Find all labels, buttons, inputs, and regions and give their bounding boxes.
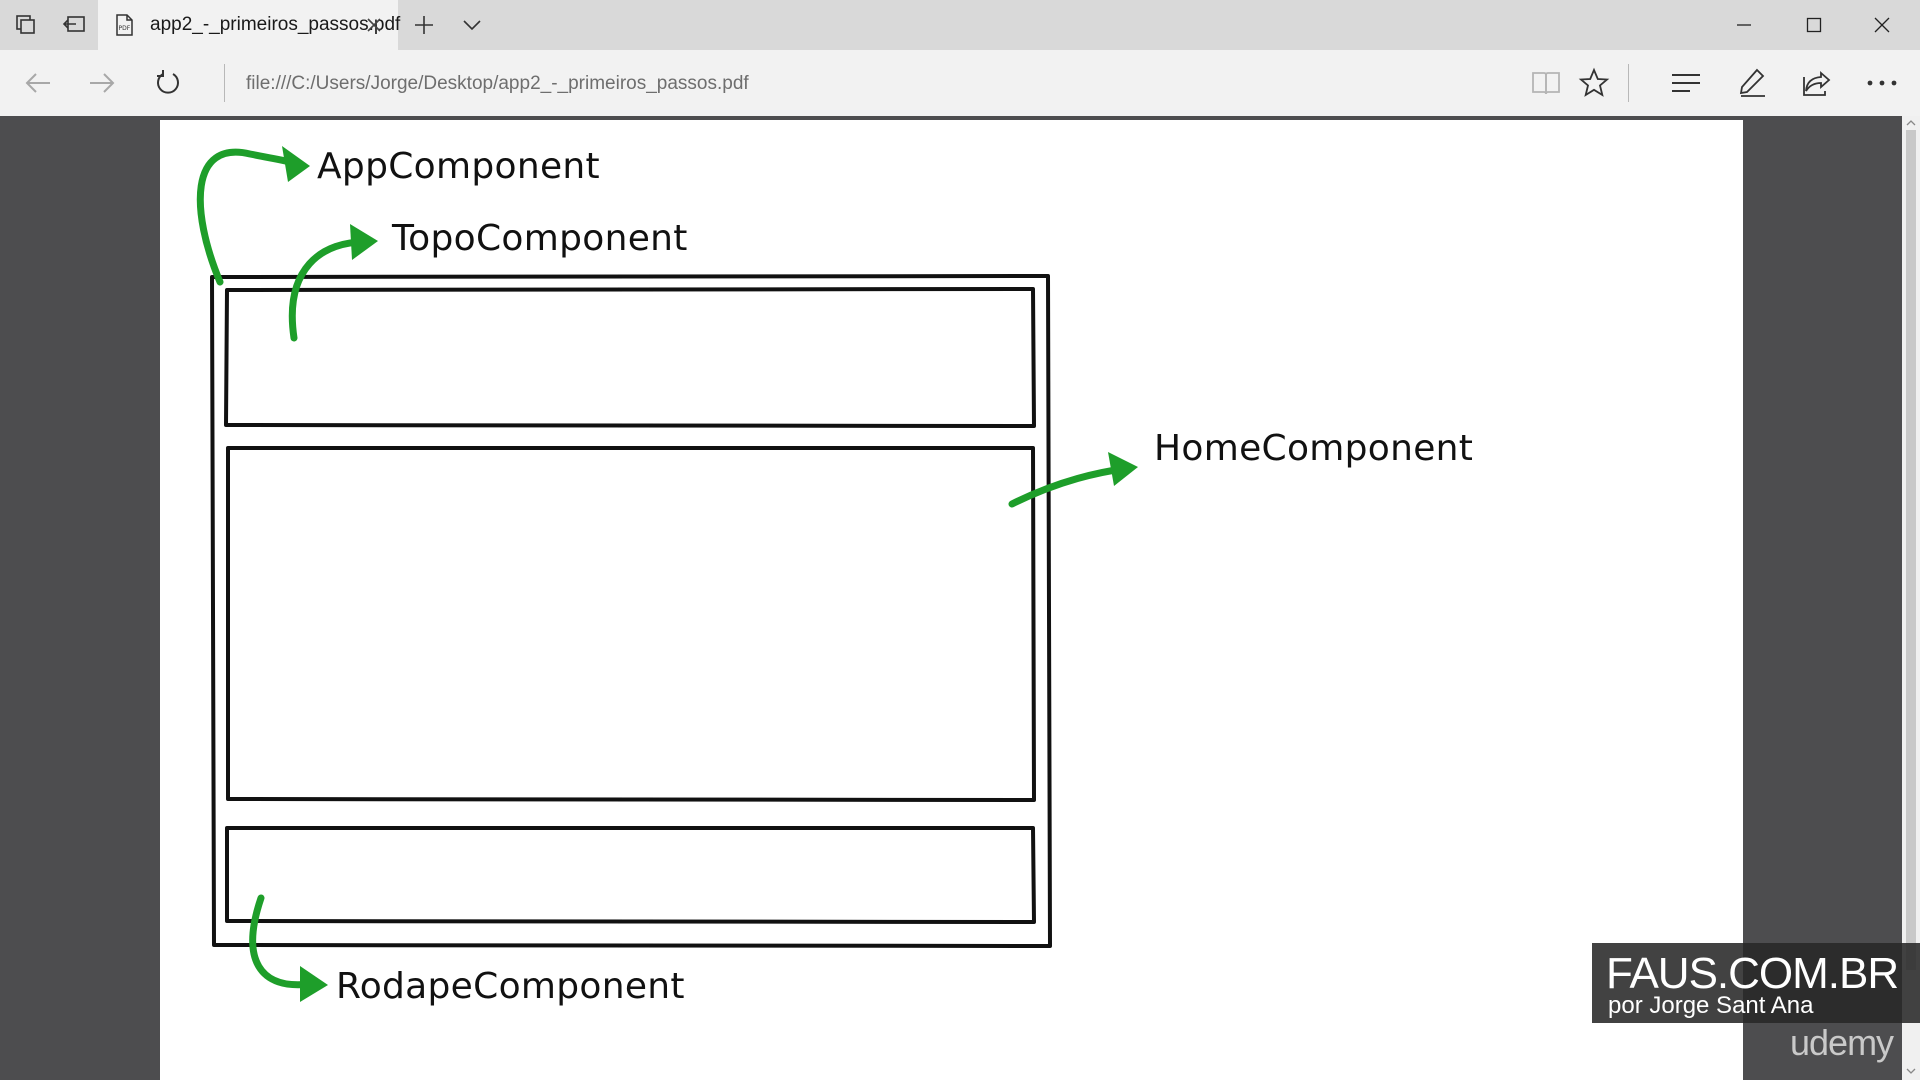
maximize-icon[interactable] [1780, 0, 1848, 50]
tab-preview-icon[interactable] [2, 0, 50, 50]
watermark-title: FAUS.COM.BR [1606, 949, 1899, 998]
set-aside-tabs-icon[interactable] [50, 0, 98, 50]
diagram-arrowheads [282, 146, 1138, 1002]
refresh-icon[interactable] [142, 58, 194, 108]
rodape-box [225, 826, 1036, 924]
app-component-label: AppComponent [317, 146, 600, 187]
pdf-page: AppComponent TopoComponent HomeComponent… [160, 120, 1743, 1080]
navigation-toolbar [0, 50, 1920, 116]
faus-watermark: FAUS.COM.BR por Jorge Sant Ana [1592, 943, 1920, 1023]
pdf-viewer[interactable]: AppComponent TopoComponent HomeComponent… [0, 116, 1920, 1080]
topo-component-label: TopoComponent [392, 218, 688, 259]
tab-list-chevron-icon[interactable] [448, 0, 496, 50]
tab-active[interactable]: PDF app2_-_primeiros_passos.pdf [98, 0, 401, 50]
close-icon[interactable] [1848, 0, 1916, 50]
address-bar[interactable] [246, 70, 1496, 98]
new-tab-icon[interactable] [400, 0, 448, 50]
minimize-icon[interactable] [1710, 0, 1778, 50]
back-arrow-icon[interactable] [12, 58, 64, 108]
app-box [210, 274, 1052, 948]
address-separator [224, 64, 225, 102]
hub-icon[interactable] [1660, 58, 1712, 108]
more-dots-icon[interactable] [1856, 58, 1908, 108]
tab-close-icon[interactable] [362, 13, 386, 37]
home-arrow [1008, 464, 1132, 508]
udemy-logo: udemy [1790, 1022, 1894, 1063]
vertical-scrollbar[interactable] [1902, 116, 1920, 1080]
home-box [226, 446, 1036, 802]
scrollbar-thumb[interactable] [1906, 130, 1916, 970]
topo-arrowhead [350, 224, 378, 260]
topo-box [224, 287, 1036, 428]
title-bar: PDF app2_-_primeiros_passos.pdf [0, 0, 1920, 50]
home-component-label: HomeComponent [1154, 428, 1474, 469]
app-arrowhead [282, 146, 310, 182]
watermark-subtitle: por Jorge Sant Ana [1608, 992, 1814, 1019]
forward-arrow-icon[interactable] [76, 58, 128, 108]
share-icon[interactable] [1790, 58, 1842, 108]
favorite-star-icon[interactable] [1568, 58, 1620, 108]
tab-title: app2_-_primeiros_passos.pdf [150, 14, 401, 35]
web-note-pen-icon[interactable] [1726, 58, 1778, 108]
svg-text:PDF: PDF [119, 25, 131, 32]
home-arrowhead [1108, 452, 1138, 486]
scroll-up-icon[interactable] [1902, 116, 1920, 130]
pdf-icon: PDF [112, 13, 136, 37]
rodape-component-label: RodapeComponent [336, 966, 685, 1007]
rodape-arrow [249, 894, 314, 989]
app-arrow [196, 148, 304, 286]
diagram-boxes [210, 274, 1052, 948]
reading-view-icon[interactable] [1520, 58, 1572, 108]
toolbar-separator [1628, 64, 1629, 102]
rodape-arrowhead [300, 966, 328, 1002]
component-diagram [196, 146, 1138, 1002]
scroll-down-icon[interactable] [1902, 1064, 1920, 1078]
